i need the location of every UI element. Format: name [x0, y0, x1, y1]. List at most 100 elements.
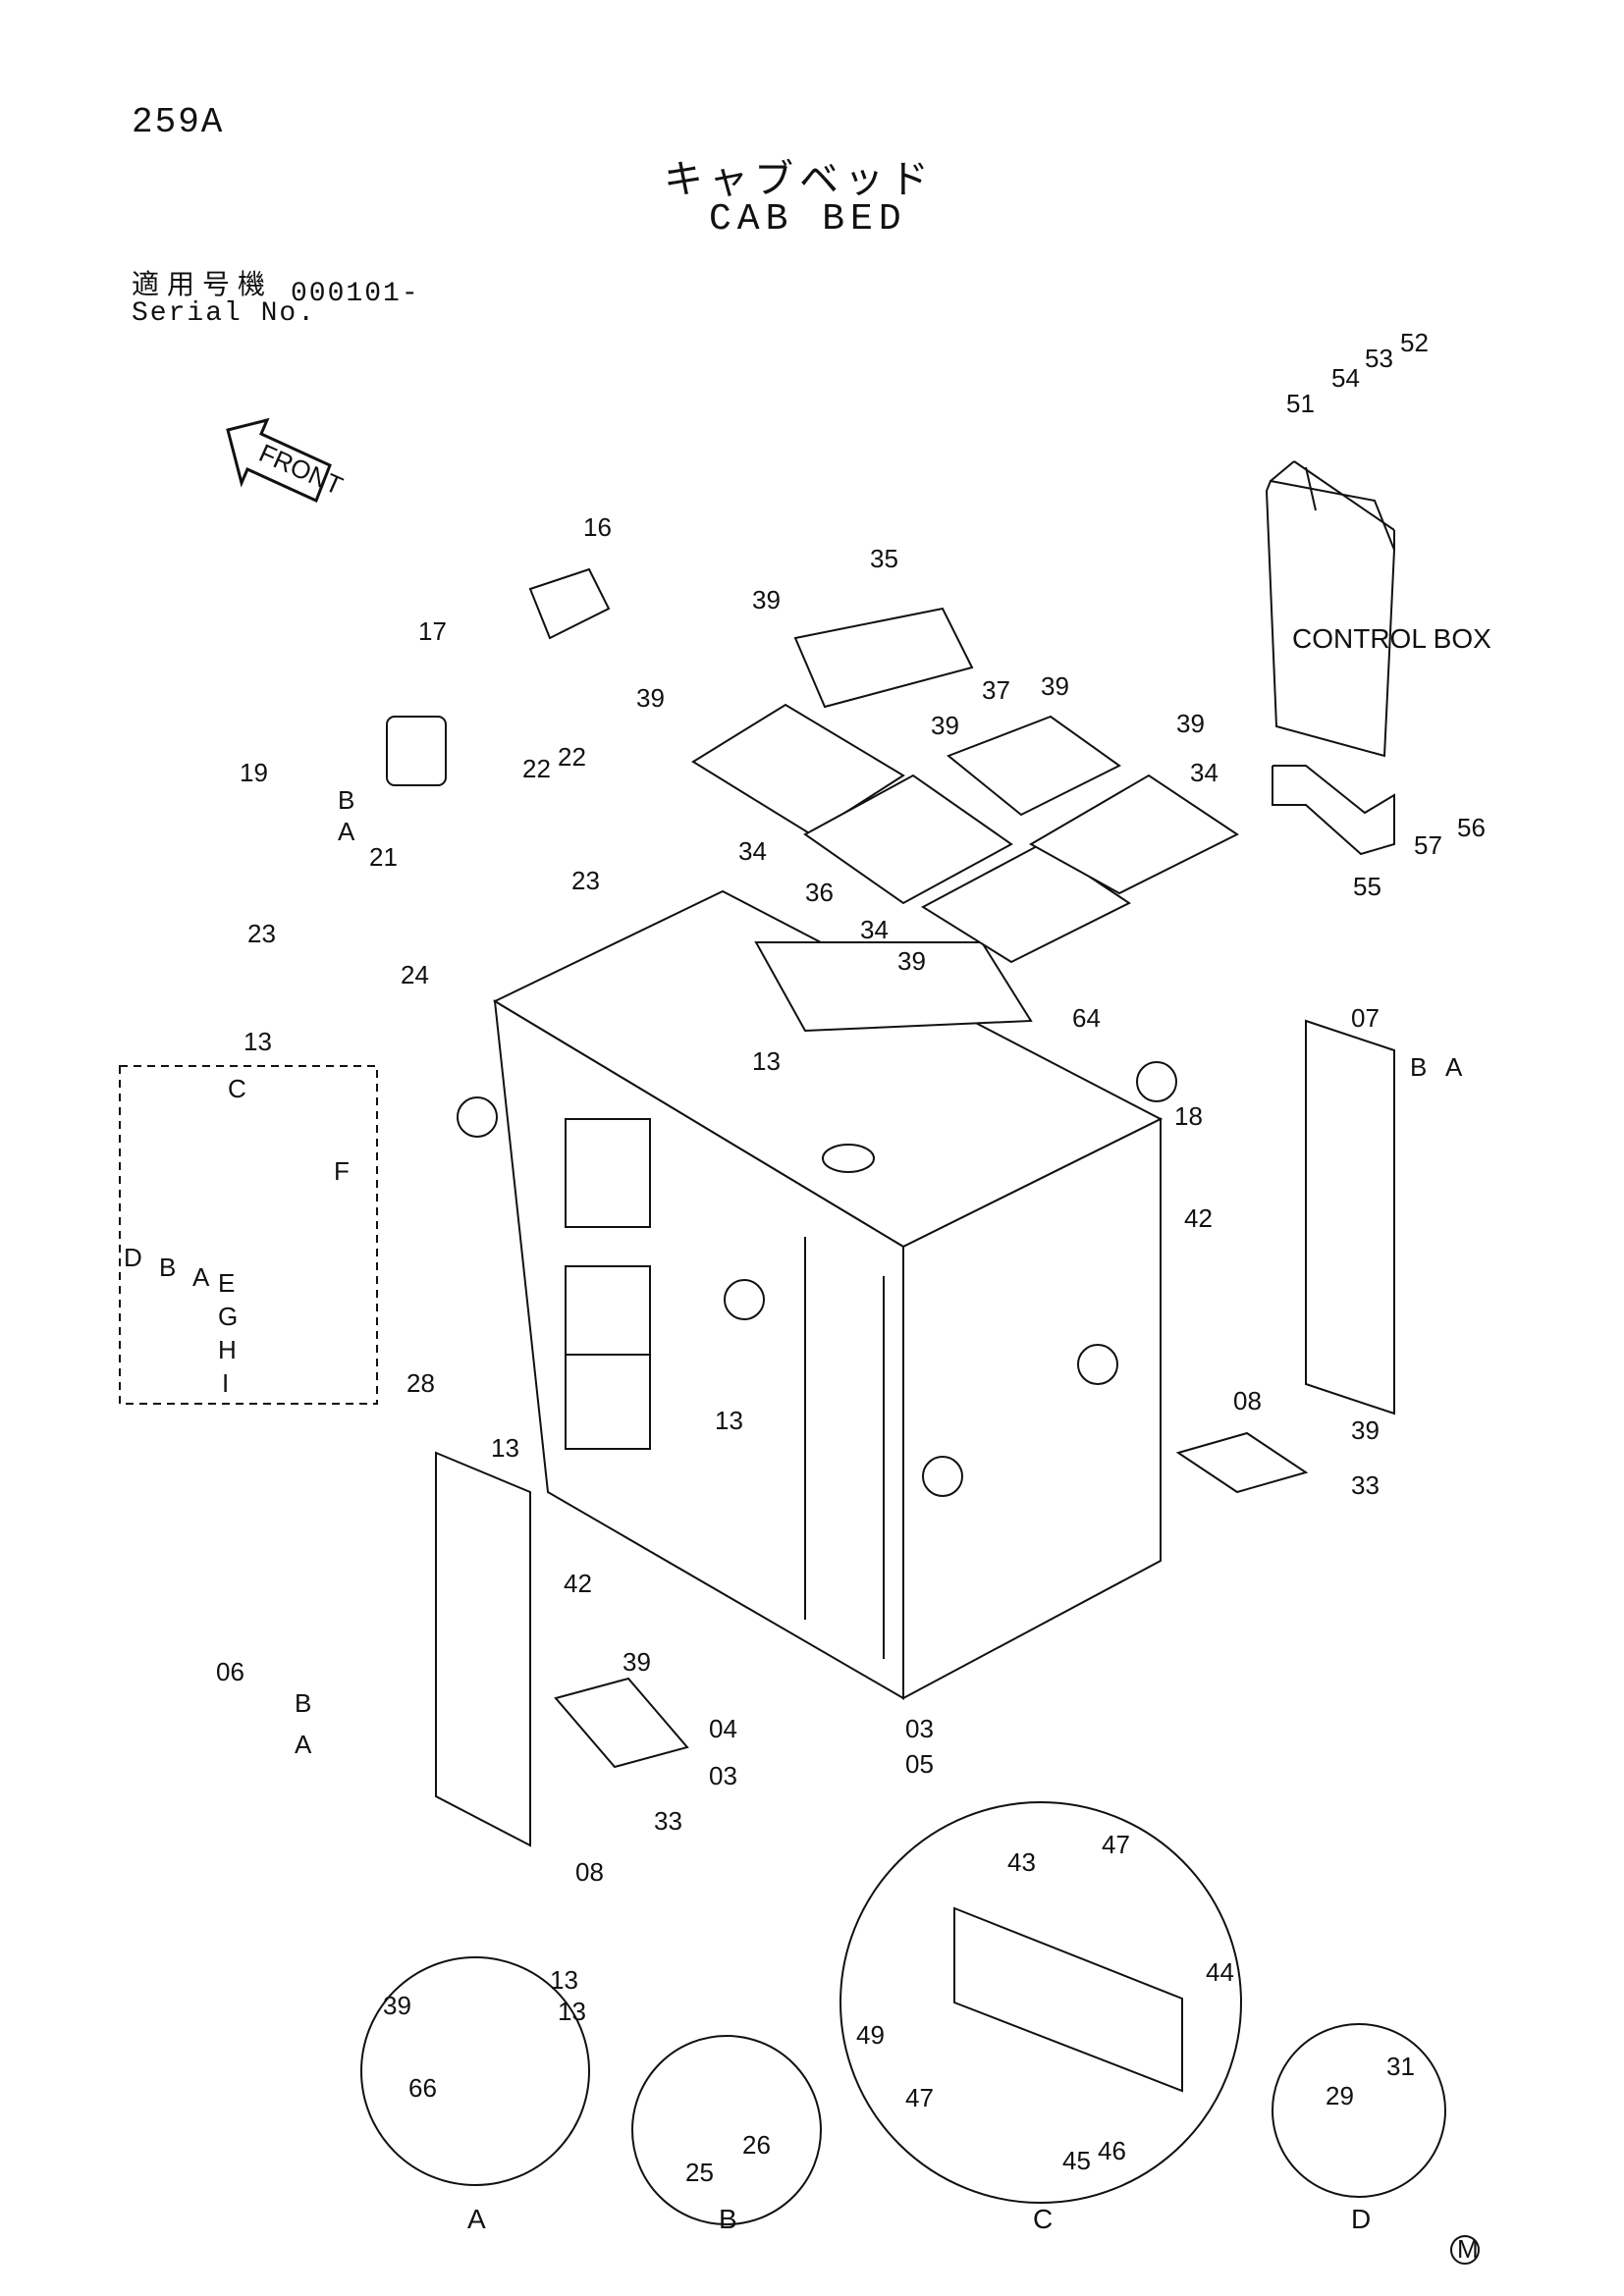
part-label: 23 [571, 866, 600, 895]
control-box: CONTROL BOX [1265, 460, 1491, 758]
part-label: 28 [406, 1368, 435, 1398]
part-label: 52 [1400, 328, 1429, 357]
control-box-label: CONTROL BOX [1292, 623, 1491, 654]
part-label: 53 [1365, 344, 1393, 373]
part-label: 05 [905, 1749, 934, 1779]
part-label: A [295, 1730, 312, 1759]
steps [554, 1431, 1309, 1769]
part-label: 08 [575, 1857, 604, 1887]
part-label: 33 [1351, 1470, 1380, 1500]
part-label: 39 [1041, 671, 1069, 701]
part-label: 21 [369, 842, 398, 872]
callout-circles [457, 1061, 1177, 1497]
part-label: C [228, 1074, 246, 1103]
part-label: 45 [1062, 2146, 1091, 2175]
part-label: I [222, 1368, 229, 1398]
part-label: 13 [491, 1433, 519, 1463]
footer-mark: M [1457, 2234, 1479, 2264]
part-label: 31 [1386, 2052, 1415, 2081]
part-label: 03 [709, 1761, 737, 1790]
part-label: 39 [1176, 709, 1205, 738]
part-label: 49 [856, 2020, 885, 2050]
part-label: A [338, 817, 355, 846]
serial-label-japanese: 適用号機 [132, 268, 274, 300]
part-label: 29 [1326, 2081, 1354, 2110]
part-label: 06 [216, 1657, 244, 1686]
part-label: 64 [1072, 1003, 1101, 1033]
part-label: 36 [805, 878, 834, 907]
part-label: 39 [636, 683, 665, 713]
detail-circle-b [631, 2035, 822, 2225]
detail-circle-a [360, 1956, 590, 2186]
part-label: 33 [654, 1806, 682, 1836]
detail-label-d: D [1351, 2204, 1371, 2234]
part-label: 24 [401, 960, 429, 989]
part-label: 55 [1353, 872, 1381, 901]
part-label: 66 [408, 2073, 437, 2103]
part-label: 35 [870, 544, 898, 573]
part-label: F [334, 1156, 350, 1186]
part-label: 56 [1457, 813, 1486, 842]
detail-label-a: A [467, 2204, 486, 2234]
detail-label-c: C [1033, 2204, 1053, 2234]
part-label: 13 [715, 1406, 743, 1435]
part-label: 37 [982, 675, 1010, 705]
part-label: 22 [558, 742, 586, 772]
part-label: 39 [897, 946, 926, 976]
part-label: 19 [240, 758, 268, 787]
part-label: H [218, 1335, 237, 1364]
part-label: 39 [383, 1991, 411, 2020]
part-label: 13 [550, 1965, 578, 1995]
part-label: 25 [685, 2158, 714, 2187]
part-label: 47 [905, 2083, 934, 2112]
part-label: 42 [564, 1569, 592, 1598]
part-label: 39 [931, 711, 959, 740]
cab-light-16 [528, 567, 611, 640]
part-label: A [192, 1262, 210, 1292]
part-label: 46 [1098, 2136, 1126, 2165]
part-label: 13 [558, 1997, 586, 2026]
part-label: 51 [1286, 389, 1315, 418]
part-label: 34 [1190, 758, 1218, 787]
part-label: 42 [1184, 1203, 1213, 1233]
detail-circle-d [1272, 2023, 1446, 2198]
part-label: 03 [905, 1714, 934, 1743]
part-label: 04 [709, 1714, 737, 1743]
part-label: B [159, 1253, 176, 1282]
part-label: 23 [247, 919, 276, 948]
part-label: 57 [1414, 830, 1442, 860]
detail-box-13 [119, 1065, 378, 1405]
part-label: A [1445, 1052, 1463, 1082]
part-label: 34 [738, 836, 767, 866]
part-label: 17 [418, 616, 447, 646]
title-english: CAB BED [709, 198, 907, 240]
part-label: B [338, 785, 354, 815]
detail-label-b: B [719, 2204, 737, 2234]
floor-mats [691, 607, 1239, 964]
part-label: D [124, 1243, 142, 1272]
serial-value: 000101- [291, 279, 420, 309]
horn-19 [386, 716, 447, 786]
part-label: 07 [1351, 1003, 1380, 1033]
part-label: 39 [623, 1647, 651, 1677]
control-box-bracket [1272, 765, 1395, 856]
part-label: 08 [1233, 1386, 1262, 1415]
part-label: 54 [1331, 363, 1360, 393]
part-label: 18 [1174, 1101, 1203, 1131]
part-label: B [295, 1688, 311, 1718]
part-label: B [1410, 1052, 1427, 1082]
title-japanese: キャブベッド [664, 157, 935, 202]
front-arrow-icon: FRONT [226, 417, 348, 504]
part-label: 13 [752, 1046, 781, 1076]
part-label: 34 [860, 915, 889, 944]
part-label: 47 [1102, 1830, 1130, 1859]
part-label: 39 [1351, 1415, 1380, 1445]
part-label: E [218, 1268, 235, 1298]
page-number: 259A [132, 102, 225, 142]
part-label: 43 [1007, 1847, 1036, 1877]
part-label: 39 [752, 585, 781, 614]
footer-mark-circle [1450, 2235, 1480, 2265]
serial-label-english: Serial No. [132, 298, 317, 329]
part-label: 16 [583, 512, 612, 542]
